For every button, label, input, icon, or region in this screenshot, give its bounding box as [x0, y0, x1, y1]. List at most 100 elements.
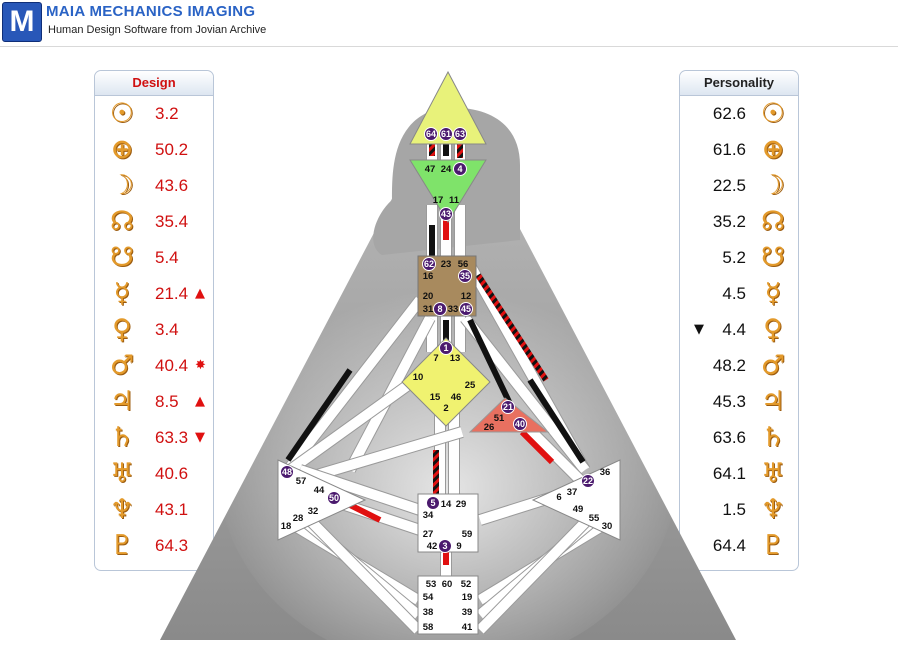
ajna-center: [409, 159, 487, 223]
gate-27: 27: [423, 529, 434, 540]
gate-12: 12: [461, 291, 472, 302]
channel-22-12-active: [527, 378, 586, 464]
channel-40-37-active: [519, 429, 555, 465]
channel-57-34: [298, 465, 422, 515]
gate-58-label: 58: [423, 622, 434, 633]
gate-1: 1: [439, 341, 453, 355]
gate-33: 33: [448, 304, 459, 315]
sun-icon: ☉: [109, 98, 135, 129]
personality-row: ♄63.6: [680, 421, 798, 457]
gate-8-label: 8: [437, 304, 442, 314]
gate-3-label: 3: [442, 541, 447, 551]
gate-17: 17: [433, 195, 444, 206]
neptune-icon: ♆: [760, 494, 786, 525]
personality-value: 62.6: [712, 104, 746, 123]
gate-2-label: 2: [443, 403, 448, 414]
personality-row: ☊35.2: [680, 205, 798, 241]
gate-23: 23: [441, 259, 452, 270]
gate-46: 46: [451, 392, 462, 403]
gate-46-label: 46: [451, 392, 462, 403]
gate-45-marker: [459, 302, 473, 316]
gate-44-label: 44: [314, 485, 325, 496]
north-node-icon: ☊: [110, 206, 134, 237]
detriment-icon: ▼: [694, 322, 704, 337]
north-node-icon: ☊: [761, 206, 785, 237]
mercury-icon: ☿: [113, 278, 131, 309]
personality-row: ♀ 4.4 ▼: [680, 313, 798, 349]
root-center: [417, 575, 479, 635]
personality-row: ♇64.4: [680, 529, 798, 565]
gate-3-marker: [438, 539, 452, 553]
gate-48-label: 48: [282, 467, 292, 477]
gate-48-marker: [280, 465, 294, 479]
design-row: ♀3.4: [95, 313, 213, 349]
gate-21: 21: [501, 400, 515, 414]
gate-5: 5: [426, 496, 440, 510]
design-panel-title: Design: [95, 71, 213, 96]
gate-7: 7: [433, 353, 438, 364]
gate-22-marker: [581, 474, 595, 488]
design-row: ☋5.4: [95, 241, 213, 277]
gate-36: 36: [600, 467, 611, 478]
gate-34-label: 34: [423, 510, 434, 521]
gate-52-label: 52: [461, 579, 472, 590]
mars-icon: ♂: [760, 350, 786, 381]
personality-row: ♆1.5: [680, 493, 798, 529]
personality-value: 64.1: [712, 464, 746, 483]
gate-9: 9: [456, 541, 461, 552]
channel-10-57: [287, 373, 421, 475]
design-row: ♄63.3▼: [95, 421, 213, 457]
gate-14: 14: [441, 499, 452, 510]
gate-18-label: 18: [281, 521, 292, 532]
brand-tagline: Human Design Software from Jovian Archiv…: [48, 24, 267, 36]
gate-59-label: 59: [462, 529, 473, 540]
gate-47-label: 47: [425, 164, 436, 175]
personality-value: 61.6: [712, 140, 746, 159]
gate-51: 51: [494, 413, 505, 424]
gate-7-label: 7: [433, 353, 438, 364]
design-value: 8.5: [155, 392, 179, 411]
gate-10: 10: [413, 372, 424, 383]
gate-56-label: 56: [458, 259, 469, 270]
personality-row: ⊕61.6: [680, 133, 798, 169]
gate-35: 35: [458, 269, 472, 283]
gate-3: 3: [438, 539, 452, 553]
personality-value: 45.3: [712, 392, 746, 411]
gate-51-label: 51: [494, 413, 505, 424]
gate-58: 58: [423, 622, 434, 633]
personality-value: 64.4: [712, 536, 746, 555]
gate-54-label: 54: [423, 592, 434, 603]
personality-value: 4.4: [722, 320, 746, 339]
gate-37-label: 37: [567, 487, 578, 498]
gate-16: 16: [423, 271, 434, 282]
gate-20: 20: [423, 291, 434, 302]
gate-18: 18: [281, 521, 292, 532]
gate-4-label: 4: [457, 164, 462, 174]
gate-11: 11: [449, 195, 460, 206]
design-value: 43.1: [155, 500, 189, 519]
design-value: 64.3: [155, 536, 189, 555]
gate-22-label: 22: [583, 476, 593, 486]
venus-icon: ♀: [763, 314, 783, 345]
design-panel: Design ☉3.2⊕50.2☽43.6☊35.4☋5.4☿21.4▲♀3.4…: [94, 70, 214, 571]
gate-32-label: 32: [308, 506, 319, 517]
gate-9-label: 9: [456, 541, 461, 552]
personality-panel-title: Personality: [680, 71, 798, 96]
gate-55-label: 55: [589, 513, 600, 524]
gate-12-label: 12: [461, 291, 472, 302]
gate-28-label: 28: [293, 513, 304, 524]
gate-28: 28: [293, 513, 304, 524]
saturn-icon: ♄: [109, 422, 135, 453]
personality-row: ☽22.5: [680, 169, 798, 205]
gate-33-label: 33: [448, 304, 459, 315]
moon-icon: ☽: [760, 170, 786, 201]
gate-43-label: 43: [441, 209, 451, 219]
personality-value: 48.2: [712, 356, 746, 375]
neptune-icon: ♆: [109, 494, 135, 525]
gate-20-label: 20: [423, 291, 434, 302]
gate-62-marker: [422, 257, 436, 271]
gate-52: 52: [461, 579, 472, 590]
design-value: 43.6: [155, 176, 189, 195]
uranus-icon: ♅: [109, 458, 135, 489]
design-row: ♇64.3: [95, 529, 213, 565]
